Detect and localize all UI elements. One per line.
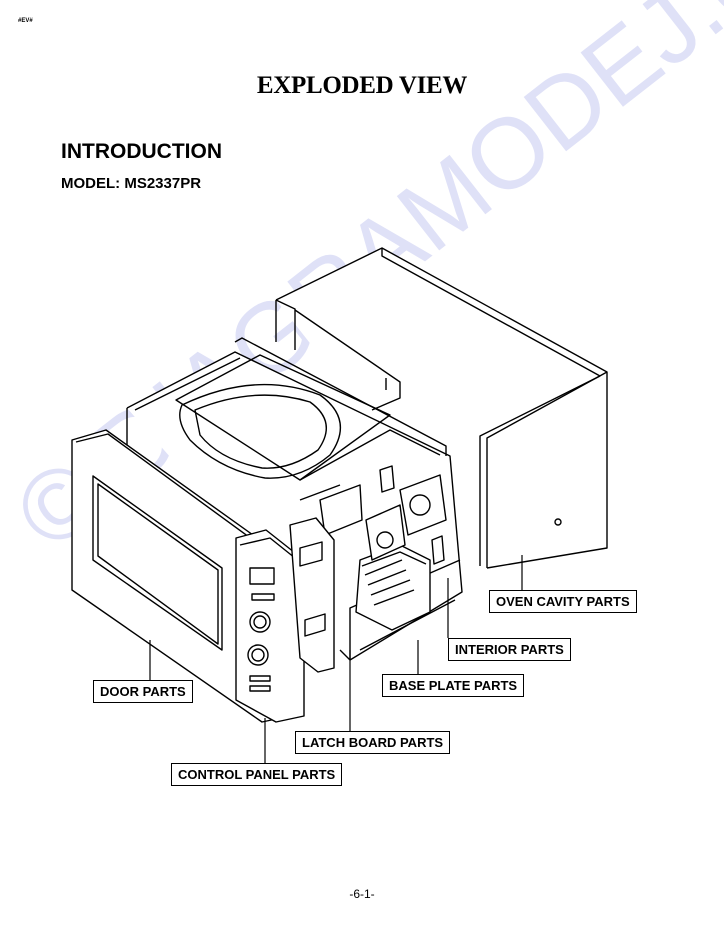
model-heading: MODEL: MS2337PR: [61, 175, 202, 192]
label-interior-parts: INTERIOR PARTS: [448, 638, 571, 661]
section-heading: INTRODUCTION: [61, 140, 222, 163]
interior-components: [299, 465, 447, 631]
latch-board: [289, 517, 335, 673]
label-control-panel-parts: CONTROL PANEL PARTS: [171, 763, 343, 786]
leader-lines: [149, 555, 523, 765]
label-base-plate-parts: BASE PLATE PARTS: [382, 674, 525, 697]
label-oven-cavity-parts: OVEN CAVITY PARTS: [489, 590, 637, 613]
label-door-parts: DOOR PARTS: [93, 680, 193, 703]
label-latch-board-parts: LATCH BOARD PARTS: [295, 731, 451, 754]
control-panel: [235, 529, 305, 723]
page-title: EXPLODED VIEW: [256, 72, 468, 99]
doc-code: #EV#: [18, 18, 33, 24]
outer-cabinet: [275, 247, 608, 569]
page-number: -6-1-: [349, 887, 375, 901]
